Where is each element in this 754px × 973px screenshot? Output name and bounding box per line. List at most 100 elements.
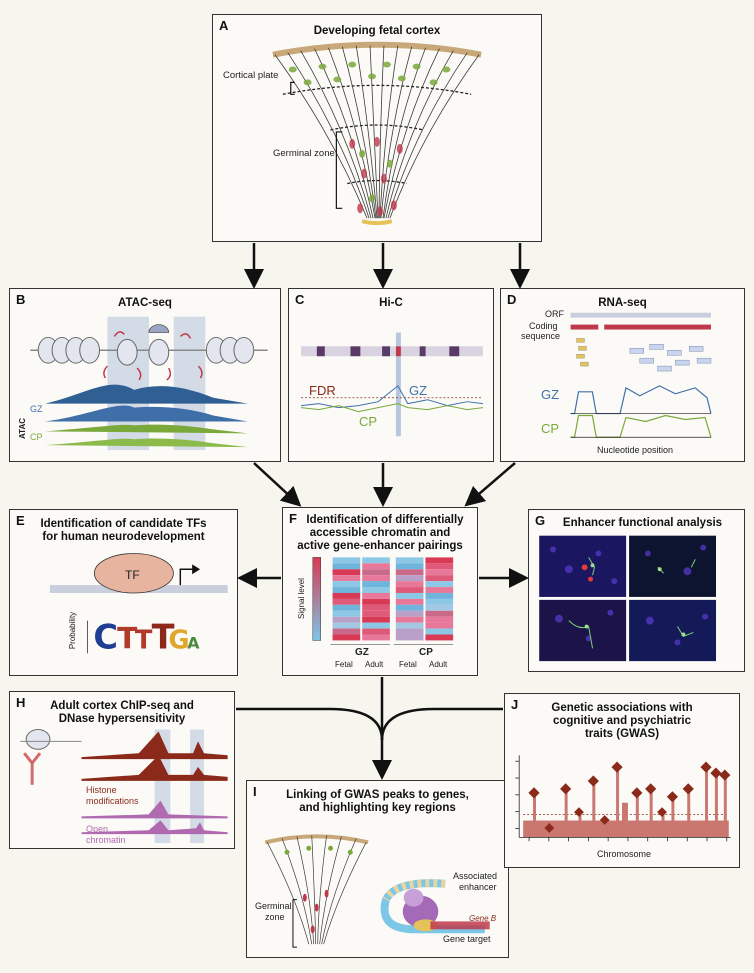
panel-label: J [511,697,519,712]
panel-title-line2: cognitive and psychiatric [552,715,692,727]
heatmap-cell [395,575,424,582]
coding-label-line2: sequence [521,331,561,341]
heatmap-cell [332,569,361,576]
heatmap-cell [425,563,454,570]
heatmap-cell [395,598,424,605]
heatmap-cell [425,598,454,605]
open-chromatin-label-line2: chromatin [86,835,126,845]
cp-fetal-label: Fetal [399,660,417,669]
heatmap-cell [395,581,424,588]
heatmap-cell [332,581,361,588]
heatmap-cell [395,604,424,611]
panel-label: I [253,784,257,799]
heatmap-cell [362,610,390,617]
heatmap-cell [362,604,390,611]
panel-title: Developing fetal cortex [313,25,441,37]
heatmap-cell [395,557,424,564]
panel-j: J Genetic associations with cognitive an… [504,693,740,868]
heatmap-cell [332,587,361,593]
heatmap-cell [362,581,390,588]
associated-enhancer-label-line2: enhancer [459,882,497,892]
panel-label: H [16,695,26,710]
cp-adult-label: Adult [429,660,448,669]
open-chromatin-label-line1: Open [86,824,109,834]
heatmap-cell [425,622,454,629]
heatmap-cell [332,557,361,564]
heatmap-cell [362,575,390,582]
heatmap-cell [395,634,424,641]
heatmap-cell [425,557,454,564]
panel-f: F Identification of differentially acces… [282,507,478,676]
heatmap-cell [395,592,424,599]
cp-label: CP [359,414,378,429]
panel-d: D RNA-seq ORF Coding sequence GZ CP Nucl… [500,288,745,462]
panel-title-line1: Identification of candidate TFs [40,518,207,530]
heatmap-cell [395,622,424,629]
atac-seq-illustration [30,316,268,451]
gwas-linking-illustration [264,834,490,948]
heatmap-cell [362,569,390,576]
rna-seq-illustration [570,312,712,438]
heatmap-cell [425,604,454,611]
panel-title: Hi-C [379,297,403,309]
heatmap-cell [425,592,454,599]
heatmap-cell [425,628,454,635]
panel-label: G [535,513,546,528]
panel-title-line2: DNase hypersensitivity [58,713,186,725]
gz-label: GZ [355,647,369,658]
heatmap-cell [362,628,390,635]
heatmap-cell [332,604,361,611]
heatmap-cell [332,575,361,582]
orf-label: ORF [545,309,564,319]
fetal-cortex-illustration [272,41,482,226]
panel-label: A [219,18,229,33]
panel-label: D [507,292,517,307]
heatmap-cell [332,616,361,623]
svg-text:G: G [168,625,189,655]
panel-title-line1: Identification of differentially [306,514,464,526]
panel-a: A Developing fetal cortex C [212,14,542,242]
panel-title-line2: accessible chromatin and [309,527,451,539]
cp-label: CP [30,432,43,442]
panel-b: B ATAC-seq ATAC GZ CP [9,288,281,462]
heatmap-cell [332,592,361,599]
gene-b-label: Gene B [469,914,497,923]
svg-text:T: T [152,617,175,656]
heatmap-cell [332,634,361,641]
panel-title-line1: Linking of GWAS peaks to genes, [286,789,469,801]
heatmap-cell [395,610,424,617]
panel-label: F [289,511,297,526]
tf-label: TF [125,568,140,582]
germinal-zone-label: Germinal zone [273,148,335,159]
panel-c: C Hi-C FDR GZ CP [288,288,494,462]
svg-text:T: T [117,620,138,655]
histone-label-line2: modifications [86,796,139,806]
heatmap-cell [332,563,361,570]
heatmap-cell [395,587,424,593]
panel-title: Enhancer functional analysis [562,517,723,529]
gz-adult-label: Adult [365,660,384,669]
heatmap-cell [332,622,361,629]
heatmap-cell [362,557,390,564]
heatmap-cell [362,634,390,641]
chromosome-label: Chromosome [597,849,652,859]
panel-h: H Adult cortex ChIP-seq and DNase hypers… [9,691,235,849]
panel-title-line2: for human neurodevelopment [42,531,205,543]
gz-label: GZ [541,387,560,402]
panel-title: RNA-seq [598,297,647,309]
signal-heatmap [312,557,454,645]
heatmap-cell [425,569,454,576]
heatmap-cell [395,616,424,623]
panel-title-line1: Adult cortex ChIP-seq and [50,700,194,712]
heatmap-cell [332,598,361,605]
gz-label: GZ [409,383,428,398]
heatmap-cell [425,610,454,617]
heatmap-cell [395,569,424,576]
fdr-label: FDR [309,383,336,398]
gz-label: GZ [30,404,43,414]
panel-title: ATAC-seq [118,297,172,309]
cortical-plate-label: Cortical plate [223,70,279,81]
coding-label-line1: Coding [529,321,558,331]
gz-fetal-label: Fetal [335,660,353,669]
panel-g: G Enhancer functional analysis [528,509,745,672]
